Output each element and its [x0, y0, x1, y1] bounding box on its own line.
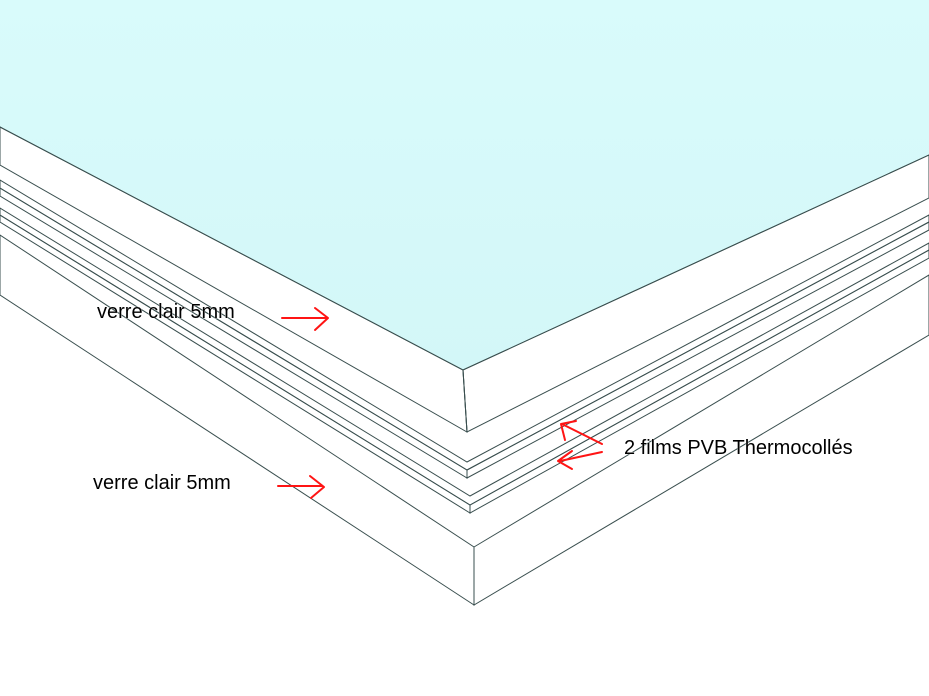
bottom-glass-sheet	[0, 234, 929, 606]
pvb-film-upper	[0, 179, 929, 479]
top-glass-sheet	[0, 0, 929, 433]
top-glass-corner-line	[462, 369, 468, 433]
top-glass-top-face	[0, 0, 929, 370]
top-glass-top-outline	[0, 126, 929, 371]
arrow-top-glass	[281, 307, 329, 331]
pvb-film-upper-top	[0, 179, 929, 471]
label-bottom-glass: verre clair 5mm	[93, 472, 231, 494]
pvb-film-lower-top	[0, 207, 929, 506]
label-pvb-films: 2 films PVB Thermocollés	[624, 437, 853, 459]
label-top-glass: verre clair 5mm	[97, 301, 235, 323]
pvb-film-lower	[0, 207, 929, 514]
arrow-bottom-glass	[277, 475, 325, 499]
arrow-pvb-films	[557, 420, 603, 470]
